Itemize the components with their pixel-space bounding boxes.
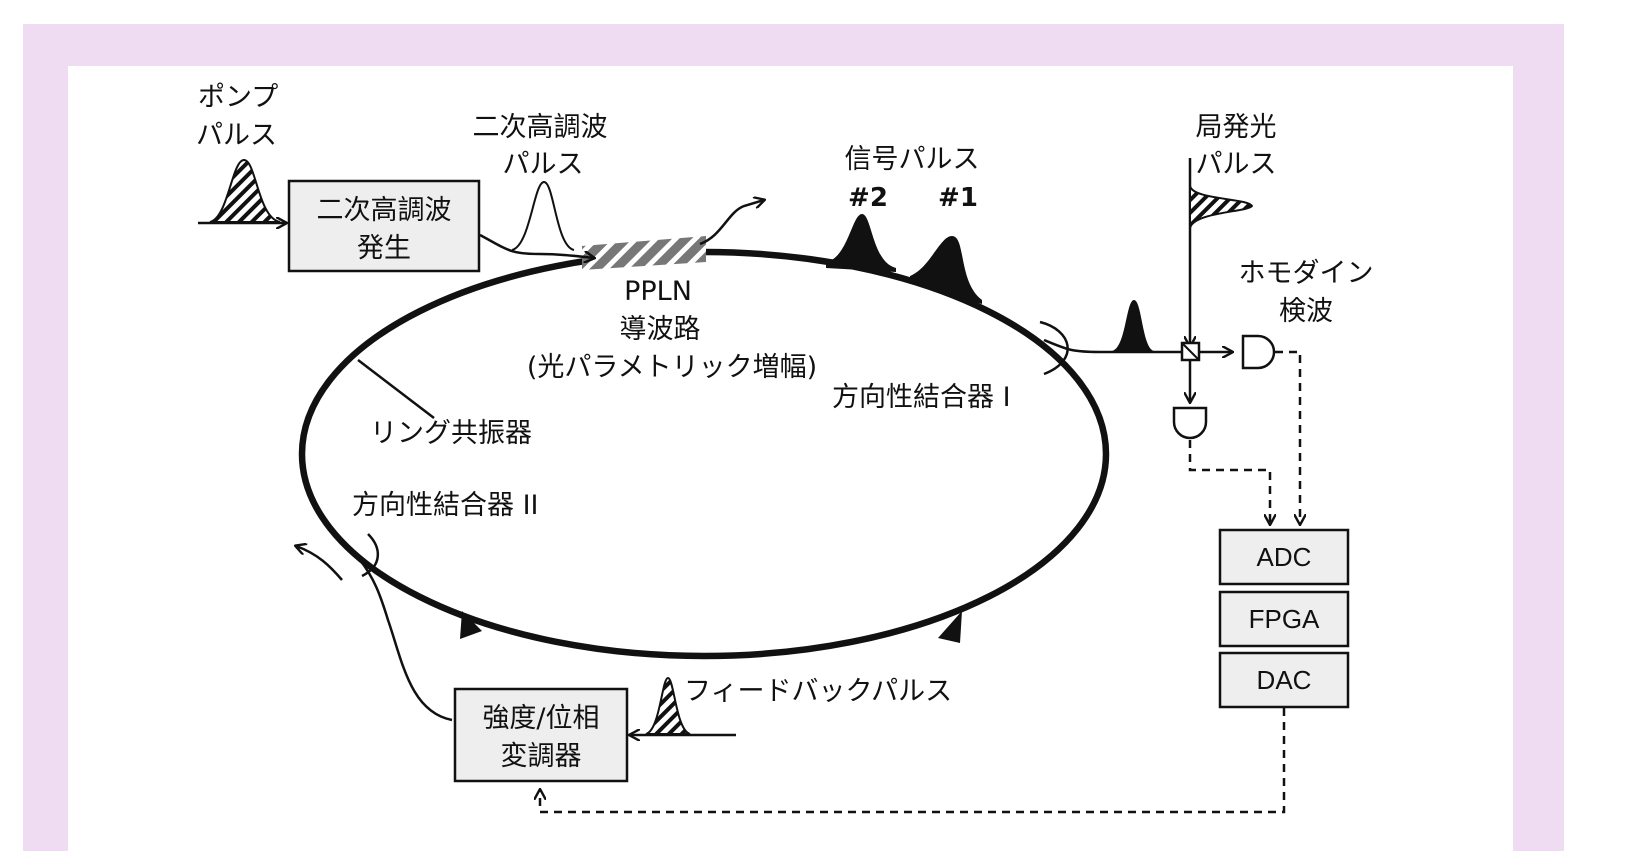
signal-pulse-label: 信号パルス [845,144,980,175]
detector-right-to-adc-line [1275,350,1300,524]
shg-pulse-icon [511,180,575,251]
homodyne-label-1: ホモダイン [1239,258,1374,289]
dac-box [1218,651,1350,709]
pump-pulse-icon [209,158,281,223]
coupler-2-hook [361,533,379,578]
ppln-waveguide [582,236,706,270]
adc-box [1218,528,1350,586]
coupler-2-label: 方向性結合器 II [352,490,539,521]
tapped-signal-pulse-icon [1112,300,1154,351]
ring-direction-arrow-icon [460,611,482,639]
pump-exhaust-line [699,200,764,246]
signal-pulse-2-icon [826,214,896,272]
shg-box-line1: 二次高調波 [317,195,452,226]
homodyne-label-2: 検波 [1279,296,1333,327]
ppln-label-2: 導波路 [620,314,701,345]
ppln-label-3: (光パラメトリック増幅) [527,352,817,383]
ring-label: リング共振器 [370,418,532,449]
lo-pulse-label-2: パルス [1196,149,1277,180]
fpga-box [1218,590,1350,648]
ring-pointer-line [357,359,435,419]
coupler-1-output-line [1043,338,1232,352]
shg-pulse-label-1: 二次高調波 [473,112,608,143]
ring-resonator [298,248,1110,660]
pump-pulse-label-2: パルス [196,120,277,151]
feedback-pulse-label: フィードバックパルス [684,676,952,707]
adc-label: ADC [1257,542,1312,572]
ppln-label-1: PPLN [624,276,692,307]
coupler-1-label: 方向性結合器 I [832,382,1011,413]
dac-label: DAC [1257,665,1312,695]
ring-direction-arrow-icon [938,611,962,643]
lo-pulse-icon [1189,185,1254,229]
pump-pulse-label-1: ポンプ [198,82,278,113]
modulator-box [453,687,629,783]
photodetector-bottom-icon [1172,406,1208,440]
coupler-1-hook [1039,320,1069,376]
photodetector-right-icon [1241,334,1276,370]
feedback-pulse-icon [645,676,691,735]
detector-bottom-to-adc-line [1188,440,1270,524]
feedback-injection-line [359,559,453,722]
modulator-line2: 変調器 [501,741,582,772]
shg-pulse-label-2: パルス [503,149,584,180]
fpga-label: FPGA [1249,604,1320,634]
pulse-number-1: #1 [938,183,978,213]
beam-splitter-diagonal [1181,342,1200,361]
pulse-number-2: #2 [848,183,888,213]
signal-pulse-1-icon [910,236,982,304]
shg-box [287,179,481,273]
dac-feedback-line [540,708,1286,814]
shg-output-line [479,233,594,258]
lo-pulse-label-1: 局発光 [1196,112,1277,143]
modulator-line1: 強度/位相 [482,703,599,734]
shg-box-line2: 発生 [357,233,411,264]
coupler-2-output-line [296,546,343,581]
